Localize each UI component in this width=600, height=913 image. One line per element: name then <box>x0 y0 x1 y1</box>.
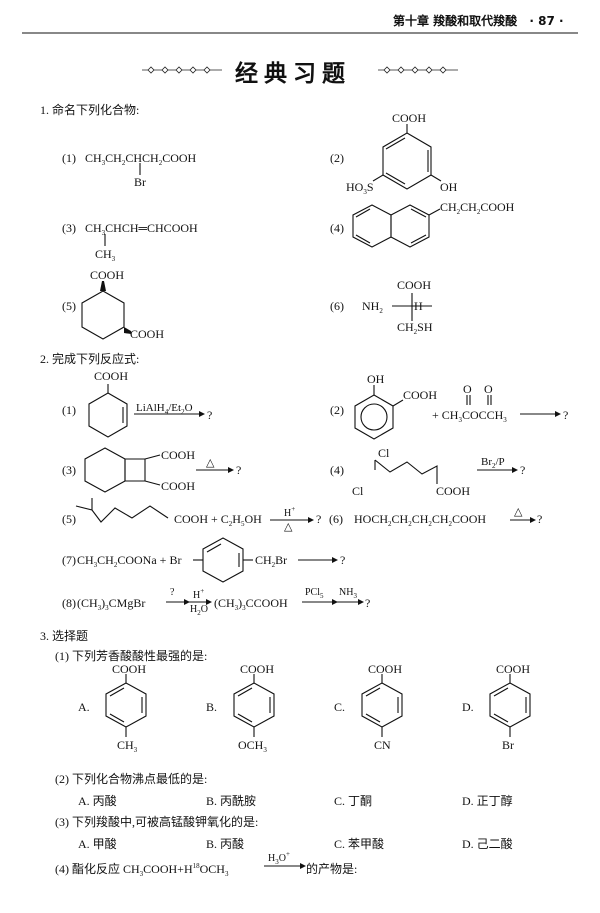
q2-4-cl1: Cl <box>378 446 390 460</box>
q1-6-bottom: CH2SH <box>397 320 433 336</box>
q3-2-opt-d[interactable]: D. 正丁醇 <box>462 794 513 808</box>
q3-4-tail: 的产物是: <box>306 862 358 876</box>
q3-2-opt-c[interactable]: C. 丁酮 <box>334 794 373 808</box>
q3-1-d-bottom: Br <box>502 738 514 752</box>
q2-3-heat: △ <box>206 457 215 469</box>
q2-2-q: ? <box>563 408 569 422</box>
q1-1-sub: Br <box>134 175 146 189</box>
q3-1-c-letter[interactable]: C. <box>334 700 346 714</box>
q2-7-ch2br: CH2Br <box>255 553 288 569</box>
q3-1-c-bottom: CN <box>374 738 391 752</box>
q3-1-a-bottom: CH3 <box>117 738 138 754</box>
q2-5-formula: COOH + C2H5OH <box>174 512 262 528</box>
q2-2-num: (2) <box>330 403 344 417</box>
q1-2-label-right: OH <box>440 180 458 194</box>
q2-4-reagent: Br2/P <box>481 456 505 470</box>
q2-4-num: (4) <box>330 463 344 477</box>
running-header: 第十章 羧酸和取代羧酸 · 87 · <box>393 12 564 29</box>
q2-6-q: ? <box>537 512 543 526</box>
q3-4-cat: H3O+ <box>268 850 290 866</box>
q2-5-num: (5) <box>62 512 76 526</box>
q2-8-hplus: H+ <box>193 587 205 601</box>
q3-3-opt-a[interactable]: A. 甲酸 <box>78 837 117 851</box>
q2-8-h2o: H2O <box>190 604 208 617</box>
q3-1-a-top: COOH <box>112 662 147 676</box>
q2-1-reagent: LiAlH4/Et2O <box>136 402 193 416</box>
q2-2-oh: OH <box>367 372 385 386</box>
q2-2-reagent: + CH3COCCH3 <box>432 408 507 424</box>
q2-2-o1: O <box>463 382 472 396</box>
q3-3-opt-b[interactable]: B. 丙酸 <box>206 837 245 851</box>
q3-heading: 3. 选择题 <box>40 629 89 643</box>
q2-5-cat: H+ <box>284 505 296 519</box>
q1-heading: 1. 命名下列化合物: <box>40 103 140 117</box>
q1-6-left: NH2 <box>362 299 383 315</box>
q3-2-opt-a[interactable]: A. 丙酸 <box>78 794 117 808</box>
q1-2-label-left: HO3S <box>346 180 374 196</box>
q2-1-cooh: COOH <box>94 369 129 383</box>
q2-8-start: (CH3)3CMgBr <box>77 596 146 612</box>
q2-6-num: (6) <box>329 512 343 526</box>
q2-1-q: ? <box>207 408 213 422</box>
q2-6-heat: △ <box>514 506 523 518</box>
q2-5-heat: △ <box>284 521 293 533</box>
q2-8-q1: ? <box>170 587 175 598</box>
q2-8-nh3: NH3 <box>339 587 357 600</box>
q2-3-cooh2: COOH <box>161 479 196 493</box>
q1-2-num: (2) <box>330 151 344 165</box>
q3-1-stem: (1) 下列芳香酸酸性最强的是: <box>55 649 208 663</box>
q2-4-cooh: COOH <box>436 484 471 498</box>
q1-2-label-top: COOH <box>392 111 427 125</box>
q1-3-sub: CH3 <box>95 247 116 263</box>
q2-7-formula: CH3CH2COONa + Br <box>77 553 182 569</box>
q2-3-q: ? <box>236 463 242 477</box>
q3-3-opt-c[interactable]: C. 苯甲酸 <box>334 837 385 851</box>
q1-6-right: H <box>414 299 423 313</box>
q1-1-formula: CH3CH2CHCH2COOH <box>85 151 197 167</box>
q2-4-cl2: Cl <box>352 484 364 498</box>
q3-1-b-letter[interactable]: B. <box>206 700 218 714</box>
q3-1-b-bottom: OCH3 <box>238 738 267 754</box>
q1-6-num: (6) <box>330 299 344 313</box>
q2-3-cooh1: COOH <box>161 448 196 462</box>
q2-5-q: ? <box>316 512 322 526</box>
q3-2-stem: (2) 下列化合物沸点最低的是: <box>55 772 208 786</box>
q1-6-top: COOH <box>397 278 432 292</box>
q1-4-num: (4) <box>330 221 344 235</box>
q3-1-c-top: COOH <box>368 662 403 676</box>
q2-1-num: (1) <box>62 403 76 417</box>
q1-5-num: (5) <box>62 299 76 313</box>
q3-4-stem: (4) 酯化反应 CH3COOH+H18OCH3 <box>55 862 229 878</box>
q3-1-b-top: COOH <box>240 662 275 676</box>
q3-2-opt-b[interactable]: B. 丙酰胺 <box>206 794 257 808</box>
q2-heading: 2. 完成下列反应式: <box>40 352 140 366</box>
q1-3-num: (3) <box>62 221 76 235</box>
q3-1-a-letter[interactable]: A. <box>78 700 90 714</box>
q1-5-label-top: COOH <box>90 268 125 282</box>
q2-8-pcl5: PCl5 <box>305 587 324 600</box>
q2-8-q2: ? <box>365 596 371 610</box>
q2-2-cooh: COOH <box>403 388 438 402</box>
q2-8-mid: (CH3)3CCOOH <box>214 596 288 612</box>
q1-3-formula: CH3CHCH═CHCOOH <box>85 221 198 237</box>
q2-7-q: ? <box>340 553 346 567</box>
q2-6-formula: HOCH2CH2CH2CH2COOH <box>354 512 487 528</box>
q3-1-d-letter[interactable]: D. <box>462 700 474 714</box>
chapter-title: 第十章 羧酸和取代羧酸 <box>393 14 518 28</box>
q1-5-label-bottom: COOH <box>130 327 165 341</box>
q2-7-num: (7) <box>62 553 76 567</box>
q3-3-stem: (3) 下列羧酸中,可被高锰酸钾氧化的是: <box>55 815 259 829</box>
q2-2-o2: O <box>484 382 493 396</box>
page-number: · 87 · <box>529 14 564 28</box>
q2-4-q: ? <box>520 463 526 477</box>
q1-4-label: CH2CH2COOH <box>440 200 515 216</box>
page-title: 经典习题 <box>235 60 351 87</box>
q2-3-num: (3) <box>62 463 76 477</box>
q2-8-num: (8) <box>62 596 76 610</box>
q3-3-opt-d[interactable]: D. 己二酸 <box>462 837 513 851</box>
q3-1-d-top: COOH <box>496 662 531 676</box>
q1-1-num: (1) <box>62 151 76 165</box>
